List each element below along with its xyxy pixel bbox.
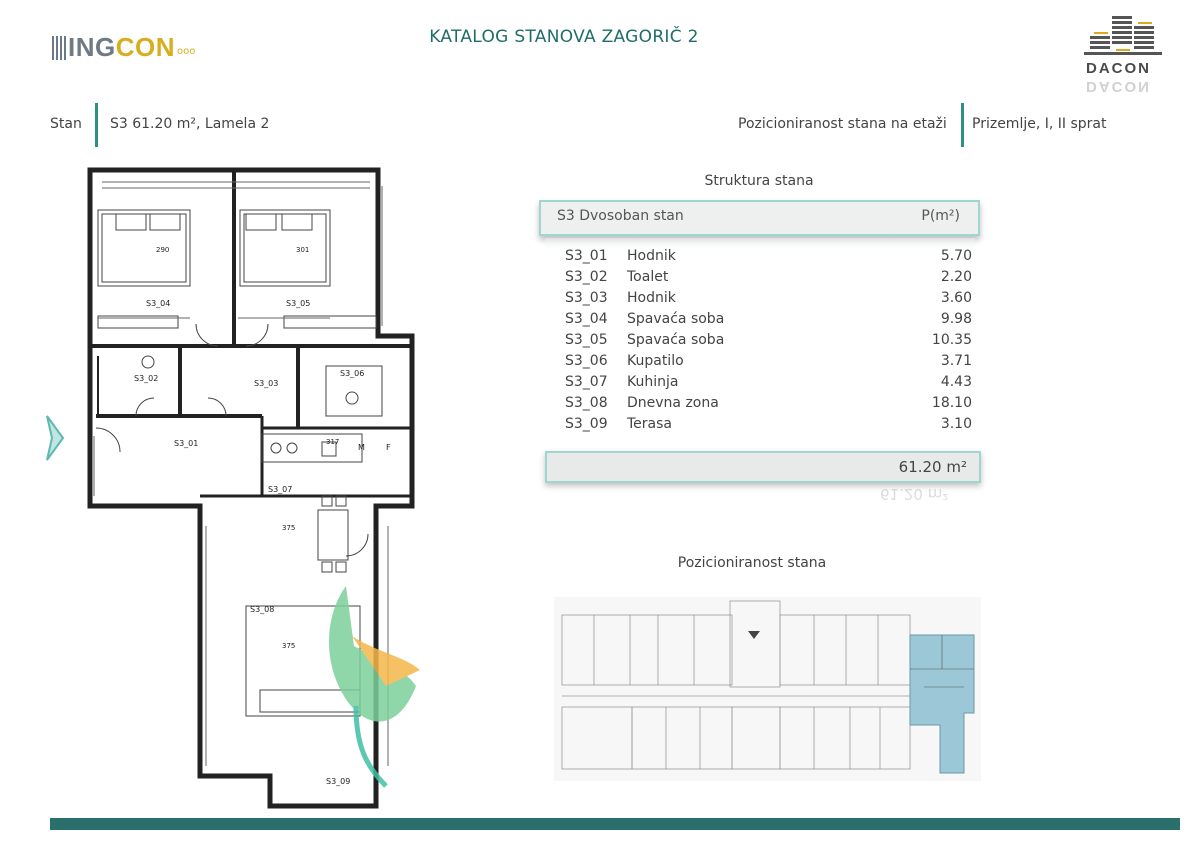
building-floor-plan	[554, 597, 981, 781]
structure-header: S3 Dvosoban stan P(m²)	[539, 200, 980, 236]
logo-dots: ooo	[177, 46, 196, 57]
structure-header-left: S3 Dvosoban stan	[557, 208, 684, 224]
table-row: S3_03 Hodnik 3.60	[565, 290, 972, 306]
plan-label: S3_02	[134, 374, 158, 383]
divider	[95, 103, 98, 147]
plan-label: S3_09	[326, 777, 350, 786]
stan-label: Stan	[50, 116, 82, 132]
svg-text:375: 375	[282, 524, 295, 532]
page-title: KATALOG STANOVA ZAGORIČ 2	[429, 27, 699, 47]
floor-plan: S3_04 S3_05 S3_02 S3_03 S3_06 S3_01 S3_0…	[87, 167, 420, 809]
svg-text:375: 375	[282, 642, 295, 650]
plan-label: S3_01	[174, 439, 198, 448]
logo-bars-icon	[52, 36, 66, 60]
plan-label: S3_04	[146, 299, 170, 308]
dacon-logo-text: DACON	[1086, 60, 1151, 77]
table-row: S3_09 Terasa 3.10	[565, 416, 972, 432]
ingcon-logo: INGCON ooo	[52, 30, 195, 60]
position-label: Pozicioniranost stana na etaži	[738, 116, 947, 132]
footer-bar	[50, 818, 1180, 830]
building-icon	[1084, 16, 1162, 55]
table-row: S3_08 Dnevna zona 18.10	[565, 395, 972, 411]
dacon-logo: DACON DACON	[1082, 12, 1166, 95]
table-row: S3_06 Kupatilo 3.71	[565, 353, 972, 369]
svg-text:F: F	[386, 443, 391, 452]
table-row: S3_07 Kuhinja 4.43	[565, 374, 972, 390]
svg-text:290: 290	[156, 246, 169, 254]
total-reflection: 61.20 m²	[880, 485, 949, 503]
position-value: Prizemlje, I, II sprat	[972, 116, 1107, 132]
logo-text: INGCON	[68, 32, 176, 62]
svg-text:317: 317	[326, 438, 339, 446]
plan-label: S3_03	[254, 379, 278, 388]
divider	[961, 103, 964, 147]
total-area-value: 61.20 m²	[898, 458, 967, 476]
structure-header-right: P(m²)	[921, 208, 960, 224]
svg-text:301: 301	[296, 246, 309, 254]
plan-label: S3_07	[268, 485, 292, 494]
plan-label: S3_08	[250, 605, 274, 614]
svg-text:M: M	[358, 443, 365, 452]
table-row: S3_05 Spavaća soba 10.35	[565, 332, 972, 348]
total-area: 61.20 m²	[545, 451, 981, 483]
positioning-title: Pozicioniranost stana	[677, 555, 827, 571]
plan-label: S3_05	[286, 299, 310, 308]
dacon-logo-reflection: DACON	[1086, 78, 1151, 95]
chevron-right-icon	[46, 415, 65, 461]
structure-title: Struktura stana	[704, 173, 814, 189]
stan-value: S3 61.20 m², Lamela 2	[110, 116, 270, 132]
plan-label: S3_06	[340, 369, 364, 378]
table-row: S3_02 Toalet 2.20	[565, 269, 972, 285]
header-reflection	[545, 238, 975, 250]
table-row: S3_01 Hodnik 5.70	[565, 248, 972, 264]
table-row: S3_04 Spavaća soba 9.98	[565, 311, 972, 327]
